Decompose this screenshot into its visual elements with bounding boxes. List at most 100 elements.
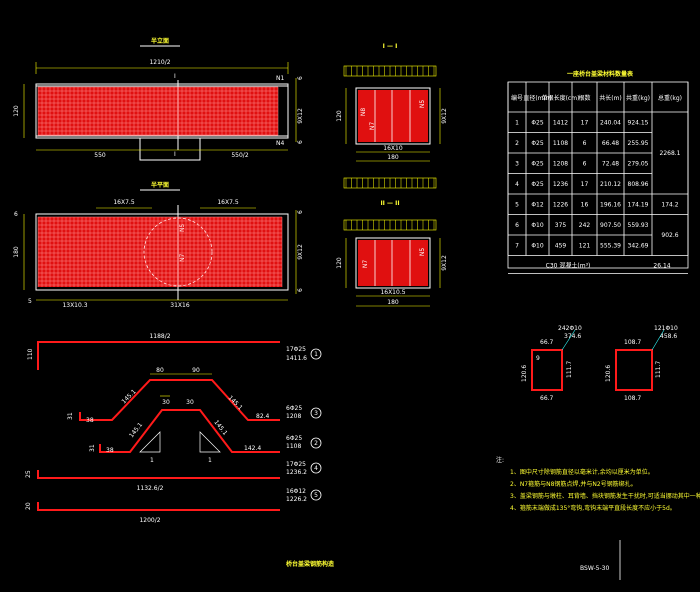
material-table: 一座桥台盖梁材料数量表 编号直径(mm)单根长度(cm)根数共长(m)共重(kg… [507, 70, 689, 274]
sec2-bar-left: N7 [362, 260, 369, 268]
stirrup-6-width-bottom: 66.7 [540, 395, 554, 402]
table-cell-4-2: 1226 [553, 201, 568, 208]
table-cell-5-3: 242 [579, 222, 591, 229]
bar-2-dim-c: 30 [162, 399, 170, 406]
table-cell-2-3: 6 [583, 160, 587, 167]
drawing-number: BSW-5-30 [580, 565, 609, 572]
stirrup-6-length: 374.6 [564, 333, 581, 340]
bar-5-label-b: 1226.2 [286, 496, 307, 503]
table-cell-1-1: Φ25 [531, 140, 544, 147]
table-cell-5-1: Φ10 [531, 222, 544, 229]
table-cell-4-5: 174.19 [628, 201, 649, 208]
bar-4-hook: 25 [25, 470, 32, 478]
bar-3-d3: 145.1 [227, 394, 244, 411]
stirrup-details: 242Φ10 374.6 66.7 66.7 120.6 111.7 9 121… [521, 325, 678, 402]
sec2-width: 180 [387, 299, 399, 306]
bar-2-d1: 38 [106, 447, 114, 454]
table-cell-6-0: 7 [515, 242, 519, 249]
plan-right-spacing: 16X7.5 [217, 199, 238, 206]
table-concrete-label: C30 混凝土(m³) [546, 262, 591, 270]
elevation-right-dim-top: 6 [297, 76, 304, 80]
stirrup-6-side: 9 [536, 355, 540, 362]
bar-2-d4: 142.4 [244, 445, 261, 452]
stirrup-7-length: 458.6 [660, 333, 677, 340]
bar-3-d1: 38 [86, 417, 94, 424]
section-1-title: I — I [383, 43, 398, 50]
half-elevation-width: 1210/2 [149, 59, 170, 66]
stirrup-7-width-bottom: 108.7 [624, 395, 641, 402]
table-header-3: 根数 [578, 94, 590, 102]
bar-3-dim-a: 80 [156, 367, 164, 374]
bar-2-d5: 31 [89, 444, 96, 452]
plan-bottom-left: 13X10.3 [62, 302, 87, 309]
table-cell-5-0: 6 [515, 222, 519, 229]
stirrup-6-label: 242Φ10 [558, 325, 582, 332]
table-header-2: 单根长度(cm) [542, 94, 580, 102]
note-3: 3、盖梁钢筋与墩柱、耳背墙、挡块钢筋发生干扰时,可适当挪动其中一种钢筋。 [510, 492, 700, 500]
plan-bar-n5: N5 [179, 224, 186, 232]
note-4: 4、箍筋末端做成135°弯钩,弯钩末端平直段长度不应小于5d。 [510, 504, 676, 512]
drawing-title: 桥台盖梁钢筋构造 [286, 560, 334, 568]
stirrup-7-label: 121Φ10 [654, 325, 678, 332]
table-cell-4-0: 5 [515, 201, 519, 208]
bar-1-marker [310, 348, 322, 360]
bar-5-marker-text: 5 [314, 492, 318, 499]
table-cell-3-2: 1236 [553, 181, 568, 188]
plan-left-spacing: 16X7.5 [113, 199, 134, 206]
table-total-1: 174.2 [661, 201, 678, 208]
bar-3-marker [310, 407, 322, 419]
half-plan-title: 半平面 [151, 181, 169, 189]
table-header-1: 直径(mm) [523, 94, 551, 102]
sec1-bar-right: N5 [419, 100, 426, 108]
table-cell-5-5: 559.93 [628, 222, 649, 229]
bar-3-d5: 31 [67, 412, 74, 420]
table-cell-6-5: 342.69 [628, 242, 649, 249]
table-cell-1-4: 66.48 [602, 140, 619, 147]
table-cell-0-3: 17 [581, 119, 589, 126]
stirrup-7-shape [615, 349, 653, 391]
bar-2-shape [99, 409, 280, 453]
sec1-bar-left: N8 [360, 108, 367, 116]
elevation-section-mark-bottom: I [174, 151, 176, 158]
bar-4-label-a: 17Φ25 [286, 461, 306, 468]
table-total-2: 902.6 [661, 232, 678, 239]
table-header-4: 共长(m) [599, 94, 622, 102]
bar-3-d4: 82.4 [256, 413, 270, 420]
bar-2-label-a: 6Φ25 [286, 435, 302, 442]
bar-5-marker [310, 489, 322, 501]
table-cell-3-5: 808.96 [628, 181, 649, 188]
stirrup-6-height: 120.6 [521, 365, 528, 382]
elevation-bar-n1: N1 [276, 75, 284, 82]
table-cell-5-2: 375 [555, 222, 567, 229]
table-cell-4-1: Φ12 [531, 201, 544, 208]
bar-3-label-a: 6Φ25 [286, 405, 302, 412]
bar-2-tri-left: 1 [150, 457, 154, 464]
bar-3-shape [79, 379, 280, 421]
stirrup-7-height: 120.6 [605, 365, 612, 382]
bar-4-label-b: 1236.2 [286, 469, 307, 476]
half-elevation-view: 半立面 1210/2 I I 120 550 550/2 N1 N4 6 9X1… [13, 37, 304, 161]
plan-bar-n7: N7 [179, 254, 186, 262]
table-cell-0-2: 1412 [553, 119, 568, 126]
bar-5-label-a: 16Φ12 [286, 488, 306, 495]
table-cell-2-1: Φ25 [531, 160, 544, 167]
bar-2-marker-text: 2 [314, 440, 318, 447]
table-cell-5-4: 907.50 [600, 222, 621, 229]
bar-1-shape [37, 341, 280, 370]
elevation-right-dim-bot: 6 [297, 140, 304, 144]
table-cell-2-0: 3 [515, 160, 519, 167]
bar-5-shape [37, 502, 280, 511]
sec2-height: 120 [336, 257, 343, 269]
stirrup-6-shape [531, 349, 563, 391]
bar-1-top: 1188/2 [149, 333, 170, 340]
elevation-right-dim: 550/2 [231, 152, 248, 159]
bar-2-marker [310, 437, 322, 449]
plan-bottom-right: 31X16 [170, 302, 190, 309]
section-2-view: II — II N7 N5 120 9X12 16X10.5 180 [336, 200, 448, 307]
sec2-bar-right: N5 [419, 248, 426, 256]
bar-1-label-a: 17Φ25 [286, 346, 306, 353]
table-cell-0-5: 924.15 [628, 119, 649, 126]
table-header-5: 共重(kg) [626, 94, 650, 102]
plan-edge: 5 [28, 298, 32, 305]
